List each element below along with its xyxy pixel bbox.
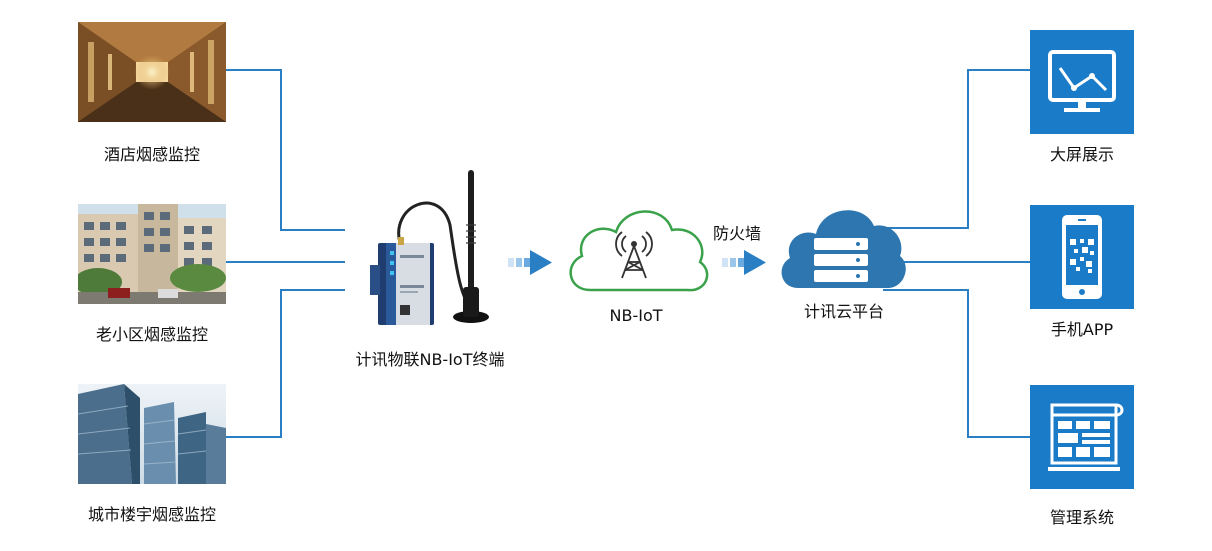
management-system-tile <box>1030 385 1134 489</box>
link-hotel <box>226 69 345 231</box>
network-label: NB-IoT <box>609 306 663 325</box>
mobile-app-tile <box>1030 205 1134 309</box>
nbiot-cloud <box>560 200 712 296</box>
flow-arrow-1 <box>508 250 552 275</box>
old-community-photo <box>78 204 226 304</box>
output-label-big-screen: 大屏展示 <box>1049 145 1114 164</box>
cloud-platform-server-icon <box>776 196 906 290</box>
management-dashboard-icon <box>1048 403 1124 471</box>
source-label-hotel: 酒店烟感监控 <box>103 145 200 164</box>
output-label-mobile-app: 手机APP <box>1050 320 1114 339</box>
city-buildings-photo <box>78 384 226 484</box>
cell-tower-icon <box>614 228 654 280</box>
terminal-label: 计讯物联NB-IoT终端 <box>355 350 505 369</box>
source-label-building: 城市楼宇烟感监控 <box>87 505 216 524</box>
link-bigscreen <box>883 69 1030 229</box>
hotel-corridor-photo <box>78 22 226 122</box>
smartphone-qr-icon <box>1062 215 1102 299</box>
source-label-old-community: 老小区烟感监控 <box>95 325 208 344</box>
nbiot-terminal-device <box>360 165 500 335</box>
link-mgmt <box>883 289 1030 438</box>
flow-arrow-2 <box>722 250 766 275</box>
monitor-chart-icon <box>1048 50 1116 112</box>
link-building <box>226 289 345 438</box>
firewall-label: 防火墙 <box>712 224 761 243</box>
platform-label: 计讯云平台 <box>803 302 884 321</box>
output-label-management: 管理系统 <box>1049 508 1114 527</box>
big-screen-tile <box>1030 30 1134 134</box>
